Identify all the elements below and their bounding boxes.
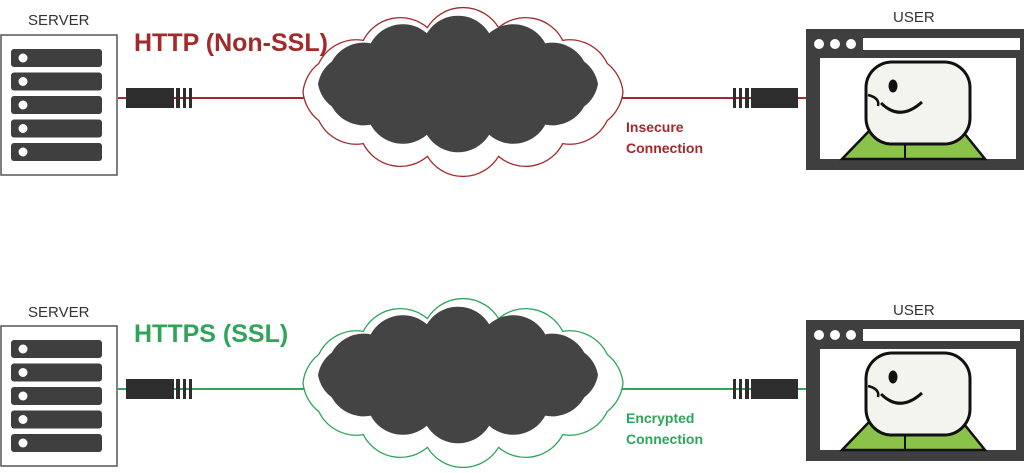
connection-label-line2: Connection — [626, 431, 703, 447]
address-bar — [863, 329, 1020, 341]
user-avatar — [839, 351, 988, 452]
connection-panel-http — [0, 6, 1024, 178]
server-unit — [11, 96, 102, 114]
server-unit — [11, 49, 102, 67]
internet-cloud-icon — [318, 15, 598, 153]
connection-label-line2: Connection — [626, 140, 703, 156]
server-led — [18, 100, 28, 110]
window-dot — [830, 330, 840, 340]
browser-window-user-icon — [806, 29, 1024, 170]
server-led — [18, 344, 28, 354]
server-unit — [11, 387, 102, 405]
server-label-https: SERVER — [28, 304, 90, 321]
server-led — [18, 77, 28, 86]
network-cable-plug-icon — [733, 379, 798, 399]
server-unit — [11, 119, 102, 138]
network-cable-plug-icon — [126, 88, 192, 108]
browser-window-user-icon — [806, 320, 1024, 461]
server-led — [18, 147, 28, 157]
connection-label-encrypted: Encrypted Connection — [626, 408, 703, 450]
user-avatar — [839, 60, 988, 161]
server-led — [18, 391, 28, 401]
server-led — [18, 53, 28, 63]
connection-panel-https — [0, 297, 1024, 469]
window-dot — [830, 39, 840, 49]
address-bar — [863, 38, 1020, 50]
server-unit — [11, 410, 102, 429]
network-cable-plug-icon — [733, 88, 798, 108]
connection-label-line1: Encrypted — [626, 410, 695, 426]
server-rack-icon — [0, 34, 118, 176]
user-label-http: USER — [893, 9, 935, 26]
server-led — [18, 415, 28, 424]
connection-label-line1: Insecure — [626, 119, 684, 135]
server-unit — [11, 340, 102, 358]
server-unit — [11, 363, 102, 382]
server-unit — [11, 72, 102, 91]
protocol-label-https: HTTPS (SSL) — [134, 320, 289, 348]
user-label-https: USER — [893, 302, 935, 319]
window-dot — [814, 39, 824, 49]
server-rack-icon — [0, 325, 118, 467]
server-led — [18, 124, 28, 133]
server-unit — [11, 143, 102, 161]
network-cable-plug-icon — [126, 379, 192, 399]
window-dot — [846, 39, 856, 49]
internet-cloud-icon — [318, 306, 598, 444]
protocol-label-http: HTTP (Non-SSL) — [134, 29, 328, 57]
server-label-http: SERVER — [28, 12, 90, 29]
server-led — [18, 368, 28, 377]
connection-label-insecure: Insecure Connection — [626, 117, 703, 159]
server-unit — [11, 434, 102, 452]
server-led — [18, 438, 28, 448]
window-dot — [814, 330, 824, 340]
window-dot — [846, 330, 856, 340]
